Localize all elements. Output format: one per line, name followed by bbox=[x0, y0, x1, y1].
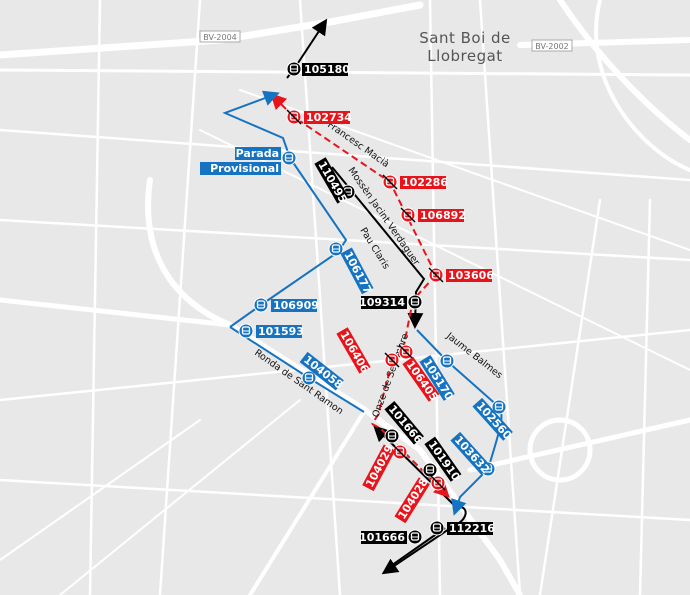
bus-crossed-icon[interactable] bbox=[384, 352, 400, 368]
svg-text:109314: 109314 bbox=[359, 296, 405, 309]
place-name-line1: Sant Boi de bbox=[419, 29, 511, 47]
bus-icon[interactable] bbox=[407, 294, 423, 310]
road-label: BV-2004 bbox=[203, 33, 237, 42]
svg-text:106177: 106177 bbox=[341, 249, 374, 296]
bus-icon[interactable] bbox=[407, 529, 423, 545]
svg-text:102734: 102734 bbox=[306, 111, 352, 124]
cancelled-stop-label: 103606 bbox=[446, 269, 494, 282]
bus-icon[interactable] bbox=[422, 462, 438, 478]
bus-icon[interactable] bbox=[439, 353, 455, 369]
active-stop-label: 112216 bbox=[447, 522, 495, 535]
svg-text:106909: 106909 bbox=[273, 299, 319, 312]
bus-crossed-icon[interactable] bbox=[428, 267, 444, 283]
road-shield bbox=[531, 39, 573, 52]
cancelled-stop-label: 102286 bbox=[400, 176, 448, 189]
bus-crossed-icon[interactable] bbox=[382, 174, 398, 190]
svg-text:102286: 102286 bbox=[402, 176, 448, 189]
place-name-line2: Llobregat bbox=[427, 47, 502, 65]
bus-crossed-icon[interactable] bbox=[392, 444, 408, 460]
svg-text:101593: 101593 bbox=[258, 325, 304, 338]
road-shield bbox=[199, 30, 241, 43]
svg-text:Provisional: Provisional bbox=[210, 162, 279, 175]
active-stop-label: 105180 bbox=[302, 63, 350, 76]
svg-text:103606: 103606 bbox=[448, 269, 494, 282]
bus-icon[interactable] bbox=[429, 520, 445, 536]
provisional-stop-label: Provisional bbox=[200, 162, 281, 175]
provisional-route-north bbox=[222, 90, 348, 328]
provisional-stop-label: 106177 bbox=[340, 247, 374, 296]
cancelled-route-macia bbox=[270, 93, 437, 276]
bus-icon[interactable] bbox=[238, 323, 254, 339]
bus-icon[interactable] bbox=[281, 150, 297, 166]
bus-icon[interactable] bbox=[253, 297, 269, 313]
cancelled-stop-label: 102734 bbox=[304, 111, 352, 124]
svg-text:104028: 104028 bbox=[396, 476, 431, 522]
cancelled-stop-label: 106892 bbox=[418, 209, 466, 222]
svg-text:Parada: Parada bbox=[236, 147, 279, 160]
bus-crossed-icon[interactable] bbox=[398, 344, 414, 360]
svg-text:101666: 101666 bbox=[359, 531, 405, 544]
cancelled-stop-label: 104029 bbox=[362, 443, 396, 492]
provisional-stop-label: 106909 bbox=[271, 299, 319, 312]
bus-icon[interactable] bbox=[491, 399, 507, 415]
street-label: Jaume Balmes bbox=[443, 330, 504, 381]
svg-text:106406: 106406 bbox=[337, 329, 371, 376]
bus-icon[interactable] bbox=[384, 428, 400, 444]
provisional-stop-label: 101593 bbox=[256, 325, 304, 338]
svg-text:112216: 112216 bbox=[449, 522, 495, 535]
bus-crossed-icon[interactable] bbox=[400, 207, 416, 223]
bus-crossed-icon[interactable] bbox=[430, 475, 446, 491]
svg-text:105180: 105180 bbox=[304, 63, 350, 76]
bus-crossed-icon[interactable] bbox=[286, 109, 302, 125]
bus-icon[interactable] bbox=[301, 370, 317, 386]
road-label: BV-2002 bbox=[535, 42, 569, 51]
cancelled-stop-label: 106406 bbox=[336, 327, 372, 376]
bus-icon[interactable] bbox=[328, 241, 344, 257]
bus-icon[interactable] bbox=[286, 61, 302, 77]
provisional-stop-label: Parada bbox=[235, 147, 281, 160]
active-stop-label: 101666 bbox=[359, 531, 407, 544]
active-stop-label: 109314 bbox=[359, 296, 407, 309]
svg-text:106892: 106892 bbox=[420, 209, 466, 222]
cancelled-stop-label: 104028 bbox=[394, 476, 431, 524]
svg-text:104029: 104029 bbox=[363, 443, 396, 490]
